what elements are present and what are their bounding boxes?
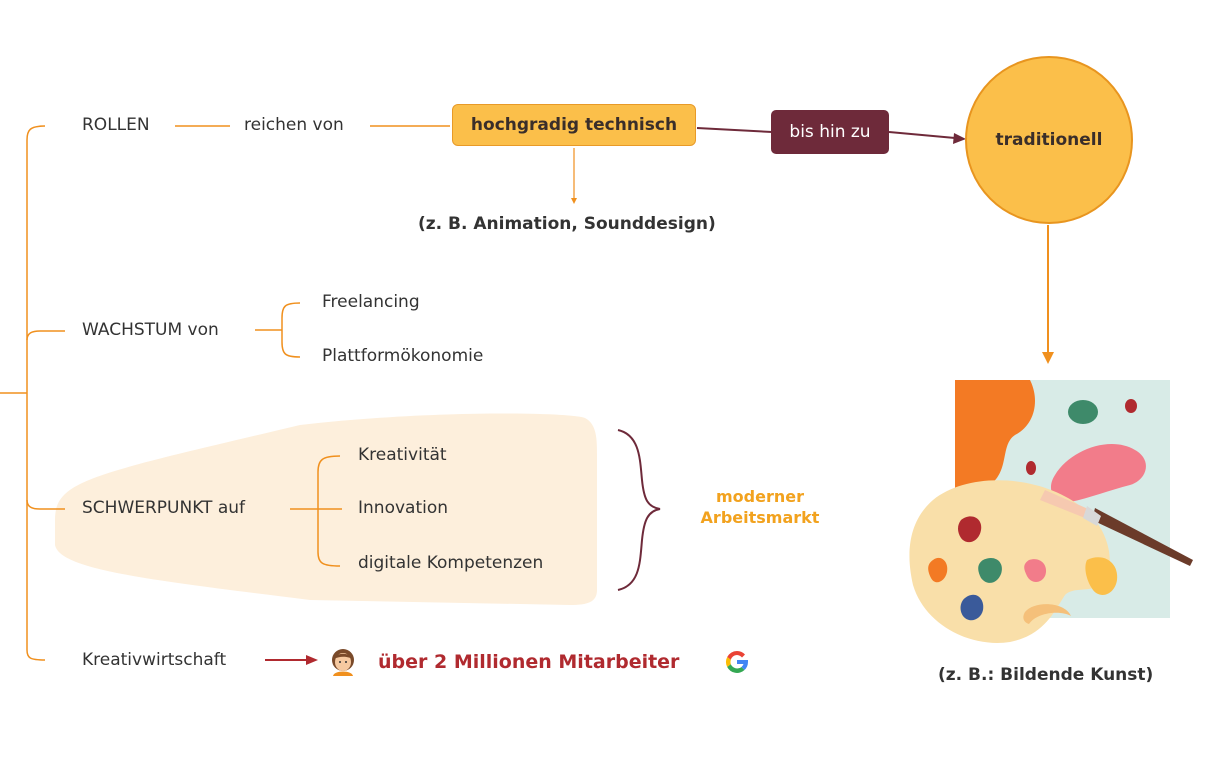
focus-item-innovation: Innovation bbox=[358, 498, 449, 518]
focus-item-digitale-kompetenzen: digitale Kompetenzen bbox=[358, 553, 544, 573]
branch-kreativwirtschaft: Kreativwirtschaft bbox=[82, 650, 227, 670]
growth-item-freelancing: Freelancing bbox=[322, 292, 420, 312]
technical-example: (z. B. Animation, Sounddesign) bbox=[418, 214, 716, 234]
node-hochgradig-technisch: hochgradig technisch bbox=[452, 104, 696, 146]
node-traditionell: traditionell bbox=[965, 56, 1133, 224]
arrowhead-trad-palette bbox=[1042, 352, 1054, 364]
curly-brace bbox=[617, 429, 661, 591]
focus-item-kreativitaet: Kreativität bbox=[358, 445, 447, 465]
branch-schwerpunkt: SCHWERPUNKT auf bbox=[82, 498, 246, 518]
bracket-wachstum bbox=[281, 302, 301, 358]
line-tech-bis bbox=[696, 127, 773, 133]
spine-branch-wachstum bbox=[26, 330, 65, 341]
employees-count: über 2 Millionen Mitarbeiter bbox=[378, 651, 680, 673]
traditional-example: (z. B.: Bildende Kunst) bbox=[938, 665, 1154, 685]
bracket-schwerpunkt bbox=[317, 455, 341, 567]
google-logo-icon bbox=[725, 651, 748, 673]
paint-palette-icon bbox=[909, 380, 1193, 643]
branch-rollen: ROLLEN bbox=[82, 115, 150, 135]
branch-wachstum: WACHSTUM von bbox=[82, 320, 219, 340]
person-icon bbox=[332, 649, 354, 676]
focus-summary: moderner Arbeitsmarkt bbox=[700, 487, 820, 527]
arrowhead-tech-example bbox=[571, 198, 577, 204]
node-bis-hin-zu-label: bis hin zu bbox=[789, 122, 871, 142]
node-hochgradig-technisch-label: hochgradig technisch bbox=[470, 115, 678, 135]
arrowhead-kreativ bbox=[306, 655, 318, 665]
spine-line bbox=[26, 125, 46, 661]
growth-item-plattformoekonomie: Plattformökonomie bbox=[322, 346, 484, 366]
spine-branch-schwerpunkt bbox=[26, 499, 65, 510]
label-reichen-von: reichen von bbox=[244, 115, 344, 135]
arrowhead-bis-trad bbox=[953, 133, 966, 144]
node-bis-hin-zu: bis hin zu bbox=[771, 110, 889, 154]
node-traditionell-label: traditionell bbox=[995, 130, 1103, 150]
line-bis-trad bbox=[888, 131, 956, 139]
